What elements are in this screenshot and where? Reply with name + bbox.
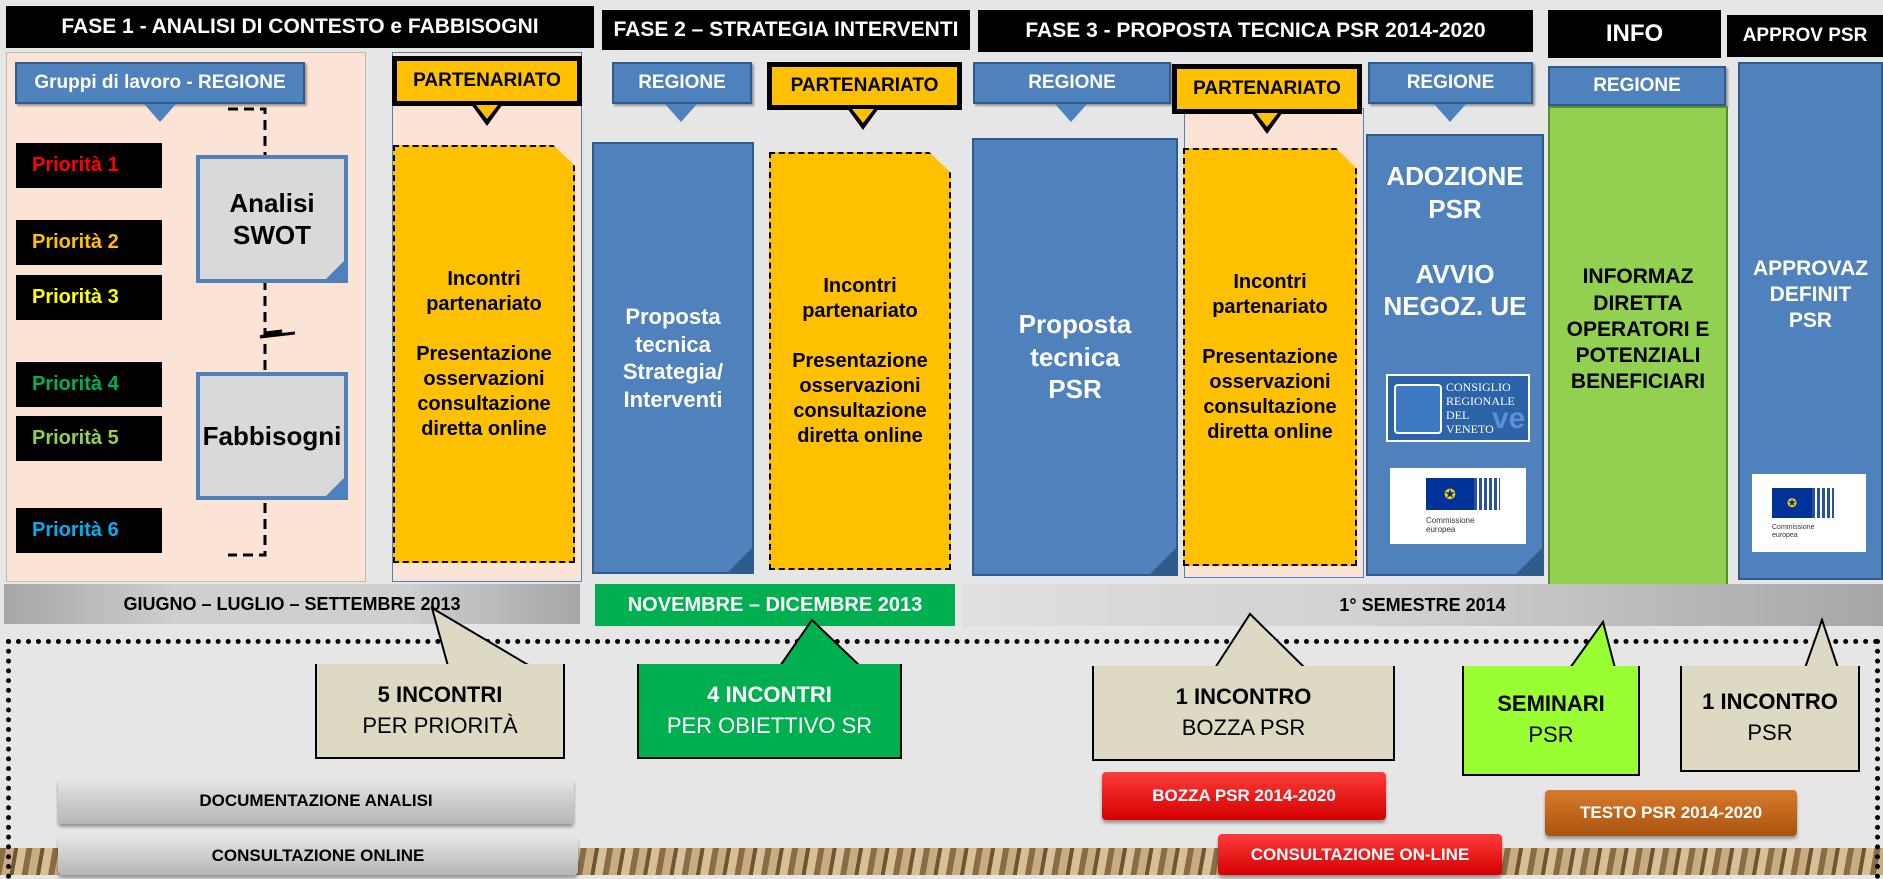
priority-3: Priorità 3 bbox=[16, 275, 162, 320]
adozione-fold-icon bbox=[1514, 546, 1544, 576]
regione-label-4: REGIONE bbox=[1368, 62, 1533, 104]
proposta-psr-col: Proposta tecnica PSR bbox=[972, 138, 1178, 576]
consiglio-line-2: REGIONALE bbox=[1446, 394, 1515, 408]
consultazione-online-pill-2: CONSULTAZIONE ON-LINE bbox=[1218, 834, 1502, 875]
eu-flag-icon-2: ✪ bbox=[1772, 488, 1812, 518]
callout-2-bold: 4 INCONTRI bbox=[707, 681, 832, 707]
partenariato-label-2: PARTENARIATO bbox=[767, 62, 962, 110]
analisi-swot-box: Analisi SWOT bbox=[196, 155, 348, 283]
swot-fold-icon bbox=[322, 257, 348, 283]
commissione-text-2: europea bbox=[1426, 525, 1456, 534]
consiglio-line-3: DEL bbox=[1446, 408, 1470, 422]
strategia-col: Proposta tecnica Strategia/ Interventi bbox=[592, 142, 754, 574]
callout-1-incontro-psr: 1 INCONTRO PSR bbox=[1680, 666, 1860, 772]
callout-4-text: PSR bbox=[1528, 722, 1574, 747]
consiglio-line-4: VENETO bbox=[1446, 422, 1494, 436]
phase-3-header: FASE 3 - PROPOSTA TECNICA PSR 2014-2020 bbox=[978, 10, 1533, 52]
incontri-partenariato-col-1: Incontri partenariato Presentazione osse… bbox=[393, 145, 575, 563]
callout-pointers bbox=[430, 605, 1840, 669]
testo-psr-pill: TESTO PSR 2014-2020 bbox=[1545, 790, 1797, 836]
info-header: INFO bbox=[1548, 10, 1721, 58]
incontri-partenariato-col-3: Incontri partenariato Presentazione osse… bbox=[1183, 148, 1357, 566]
period-bar-1: GIUGNO – LUGLIO – SETTEMBRE 2013 bbox=[4, 584, 580, 624]
eu-flag-icon: ✪ bbox=[1426, 478, 1474, 510]
partenariato-arrow-inner-2 bbox=[852, 109, 874, 123]
approv-header: APPROV PSR bbox=[1727, 15, 1883, 57]
commissione-text-3: Commissione bbox=[1772, 524, 1815, 531]
callout-5-bold: 1 INCONTRO bbox=[1702, 689, 1838, 715]
analysis-connector-lines bbox=[228, 107, 296, 557]
regione-arrow-icon-4 bbox=[1434, 104, 1466, 122]
consultazione-online-pill: CONSULTAZIONE ONLINE bbox=[58, 836, 578, 875]
approvaz-text: APPROVAZ DEFINIT PSR bbox=[1752, 256, 1869, 333]
callout-seminari: SEMINARI PSR bbox=[1462, 666, 1640, 776]
fabbisogni-box: Fabbisogni bbox=[196, 372, 348, 500]
callout-2-text: PER OBIETTIVO SR bbox=[666, 712, 873, 738]
documentazione-analisi-pill: DOCUMENTAZIONE ANALISI bbox=[58, 778, 574, 824]
regione-label-5: REGIONE bbox=[1548, 66, 1726, 106]
eu-building-icon bbox=[1474, 478, 1500, 510]
consiglio-line-1: CONSIGLIO bbox=[1446, 380, 1511, 394]
phase-1-header: FASE 1 - ANALISI DI CONTESTO e FABBISOGN… bbox=[6, 6, 594, 48]
priority-5: Priorità 5 bbox=[16, 416, 162, 461]
callout-1-incontro-bozza: 1 INCONTRO BOZZA PSR bbox=[1092, 666, 1395, 761]
commissione-text-4: europea bbox=[1772, 532, 1798, 539]
callout-4-incontri: 4 INCONTRI PER OBIETTIVO SR bbox=[637, 664, 902, 759]
regione-arrow-icon-2 bbox=[665, 104, 697, 122]
period-bar-3: 1° SEMESTRE 2014 bbox=[962, 584, 1883, 626]
consiglio-regionale-logo: CONSIGLIO REGIONALE DEL VENETO ve bbox=[1386, 374, 1530, 442]
adozione-text: ADOZIONE PSR AVVIO NEGOZ. UE bbox=[1383, 161, 1527, 321]
fabbisogni-fold-icon bbox=[322, 474, 348, 500]
callout-5-incontri: 5 INCONTRI PER PRIORITÀ bbox=[315, 664, 565, 759]
informaz-text: INFORMAZ DIRETTA OPERATORI E POTENZIALI … bbox=[1566, 265, 1710, 394]
partenariato-arrow-inner-1 bbox=[476, 105, 498, 119]
callout-4-bold: SEMINARI bbox=[1497, 691, 1605, 717]
regione-label-3: REGIONE bbox=[973, 62, 1171, 104]
callout-1-text: PER PRIORITÀ bbox=[362, 712, 518, 738]
partenariato-label-3: PARTENARIATO bbox=[1172, 64, 1362, 114]
eu-building-icon-2 bbox=[1812, 488, 1834, 518]
callout-5-text: PSR bbox=[1747, 720, 1793, 745]
lion-emblem-icon bbox=[1394, 384, 1442, 434]
priority-4: Priorità 4 bbox=[16, 362, 162, 407]
callout-3-bold: 1 INCONTRO bbox=[1175, 683, 1312, 709]
phase-2-header: FASE 2 – STRATEGIA INTERVENTI bbox=[602, 10, 970, 50]
consiglio-watermark: ve bbox=[1492, 402, 1526, 435]
bozza-psr-pill: BOZZA PSR 2014-2020 bbox=[1102, 772, 1386, 820]
incontri-partenariato-col-2: Incontri partenariato Presentazione osse… bbox=[769, 152, 951, 570]
commissione-text-1: Commissione bbox=[1426, 516, 1475, 525]
informaz-col bbox=[1548, 106, 1728, 592]
period-bar-2: NOVEMBRE – DICEMBRE 2013 bbox=[595, 584, 955, 626]
callout-1-bold: 5 INCONTRI bbox=[377, 681, 503, 707]
commissione-europea-logo-2: ✪ Commissione europea bbox=[1752, 474, 1866, 552]
commissione-europea-logo-1: ✪ Commissione europea bbox=[1390, 468, 1526, 544]
gruppi-arrow-icon bbox=[144, 104, 176, 122]
callout-3-text: BOZZA PSR bbox=[1181, 714, 1306, 740]
activities-frame bbox=[6, 639, 1880, 879]
gruppi-regione-label: Gruppi di lavoro - REGIONE bbox=[15, 62, 305, 104]
regione-label-2: REGIONE bbox=[612, 62, 752, 104]
regione-arrow-icon-3 bbox=[1055, 104, 1087, 122]
partenariato-label-1: PARTENARIATO bbox=[392, 56, 582, 106]
priority-6: Priorità 6 bbox=[16, 508, 162, 553]
priority-2: Priorità 2 bbox=[16, 220, 162, 265]
strategia-fold-icon bbox=[726, 546, 754, 574]
priority-1: Priorità 1 bbox=[16, 143, 162, 188]
proposta-psr-fold-icon bbox=[1148, 546, 1178, 576]
partenariato-arrow-inner-3 bbox=[1256, 113, 1278, 127]
